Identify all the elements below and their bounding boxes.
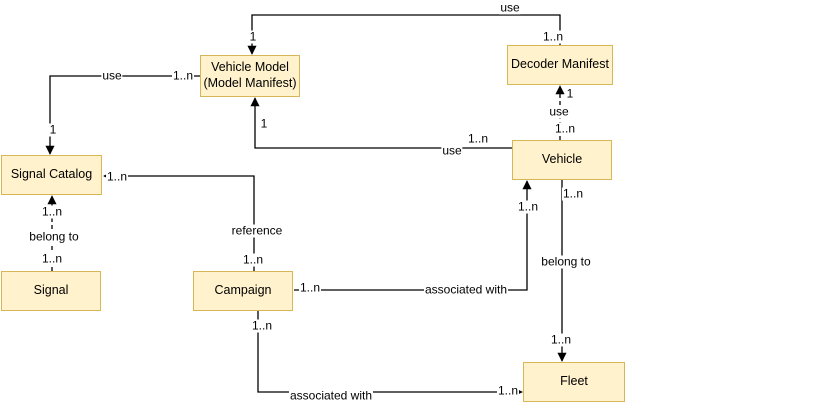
multiplicity-campaign-bottom-end: 1..n xyxy=(250,318,274,333)
multiplicity-signal-catalog-top-end: 1 xyxy=(48,122,58,137)
associated-with-label-campaign-fleet: associated with xyxy=(288,388,374,403)
connector-use-vehicle-model-to-signal-catalog xyxy=(45,75,200,155)
multiplicity-vehicle-bottom-left-end: 1..n xyxy=(516,199,540,214)
use-label-vehicle-to-decoder: use xyxy=(548,104,570,119)
multiplicity-decoder-end: 1..n xyxy=(541,29,565,44)
multiplicity-vehicle-model-bottom-end: 1 xyxy=(259,116,269,131)
multiplicity-signal-catalog-bottom-end: 1..n xyxy=(40,204,64,219)
entity-vehicle-model: Vehicle Model (Model Manifest) xyxy=(200,55,300,97)
connector-associated-with-campaign-to-fleet xyxy=(257,311,523,397)
associated-with-label-campaign-vehicle: associated with xyxy=(423,282,509,297)
belong-to-label-vehicle-fleet: belong to xyxy=(540,254,592,269)
entity-signal: Signal xyxy=(1,271,101,311)
entity-decoder-manifest: Decoder Manifest xyxy=(507,45,613,85)
multiplicity-vehicle-bottom-right-end: 1..n xyxy=(561,186,585,201)
multiplicity-campaign-top-end: 1..n xyxy=(241,252,265,267)
multiplicity-campaign-right-end: 1..n xyxy=(298,280,322,295)
entity-signal-catalog: Signal Catalog xyxy=(1,155,102,195)
entity-vehicle: Vehicle xyxy=(512,140,612,180)
connector-use-vehicle-to-vehicle-model xyxy=(250,97,512,149)
reference-label: reference xyxy=(230,223,284,238)
multiplicity-signal-catalog-right-end: 1..n xyxy=(105,169,129,184)
multiplicity-vehicle-top-end: 1..n xyxy=(553,121,577,136)
multiplicity-signal-top-end: 1..n xyxy=(40,251,64,266)
entity-campaign: Campaign xyxy=(193,271,293,311)
belong-to-label-signal: belong to xyxy=(28,229,80,244)
multiplicity-vehicle-model-left-end: 1..n xyxy=(171,68,195,83)
connector-reference-campaign-to-signal-catalog xyxy=(103,171,255,271)
multiplicity-fleet-left-end: 1..n xyxy=(496,383,520,398)
multiplicity-vehicle-model-top-end: 1 xyxy=(248,29,258,44)
multiplicity-vehicle-left-end: 1..n xyxy=(466,131,490,146)
multiplicity-decoder-bottom-end: 1 xyxy=(565,86,575,101)
use-label-decoder-to-vehicle-model: use xyxy=(499,0,521,15)
use-label-vehicle-model-to-signal-catalog: use xyxy=(101,68,123,83)
multiplicity-fleet-top-end: 1..n xyxy=(549,332,573,347)
connector-associated-with-campaign-to-vehicle xyxy=(294,180,532,291)
entity-fleet: Fleet xyxy=(523,362,625,402)
use-label-vehicle-to-vehicle-model: use xyxy=(441,143,463,158)
